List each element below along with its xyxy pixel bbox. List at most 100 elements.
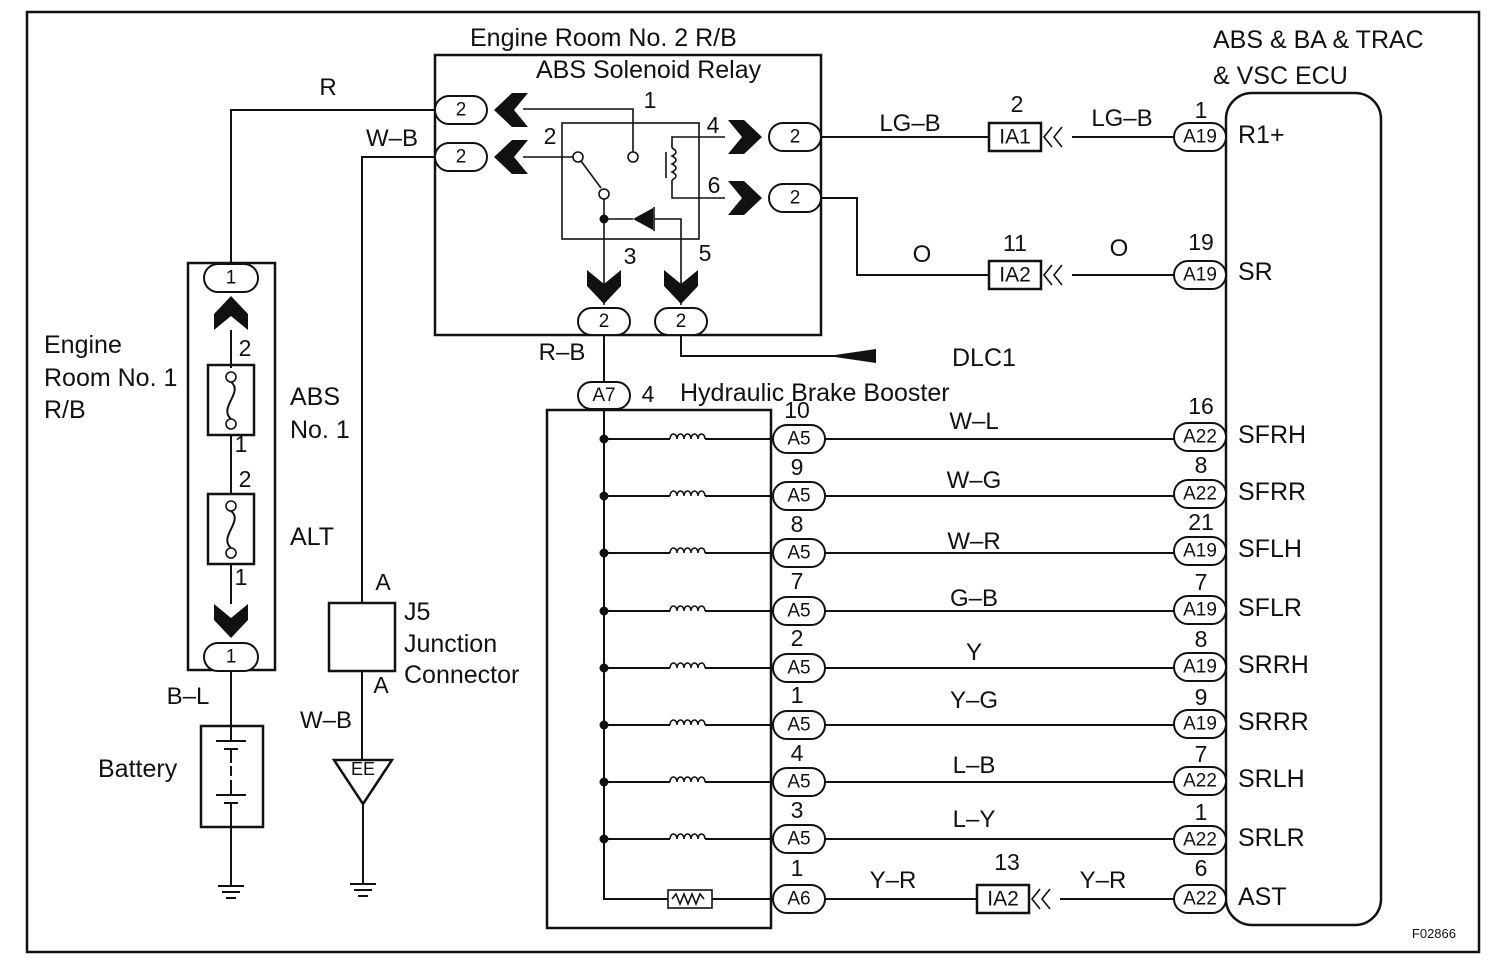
j5-pin-bottom: A [373,672,389,698]
svg-text:2: 2 [1011,91,1024,117]
relay-pin-6-connector: 2 [768,183,822,213]
svg-text:2: 2 [239,466,252,492]
svg-text:R1+: R1+ [1238,121,1285,149]
ecu-terminal-r1-plus: A19 1R1+ [1173,97,1285,152]
ecu-terminals: A191R1+A1919SRA2216SFRHA228SFRRA1921SFLH… [1173,97,1309,914]
svg-text:9: 9 [791,454,804,480]
wire-bl-label: B–L [167,683,210,710]
j5-id: J5 [404,598,430,626]
relay-pin-5-connector: 2 [654,307,708,336]
svg-text:6: 6 [1195,855,1208,881]
j5-line2: Connector [404,661,519,689]
feed-pin-label: 4 [642,381,655,407]
solenoid-coil [669,605,706,612]
ecu-title-line1: ABS & BA & TRAC [1213,26,1424,54]
svg-text:A19: A19 [1183,265,1217,286]
relay-pin-6-label: 6 [708,172,721,198]
svg-text:A19: A19 [1183,127,1217,148]
relay-pin-4-label: 4 [707,112,720,138]
booster-title: Hydraulic Brake Booster [680,379,950,407]
svg-text:SFLH: SFLH [1238,535,1302,563]
svg-text:1: 1 [226,268,237,289]
fuse-abs-label-line2: No. 1 [290,416,350,444]
svg-text:Y: Y [966,639,982,666]
svg-text:SRLR: SRLR [1238,824,1305,852]
relay-pin-1-connector: 2 [434,95,488,125]
wire-wb-bottom-label: W–B [300,707,352,734]
svg-text:13: 13 [994,849,1020,875]
rb1-label-line2: Room No. 1 [44,364,177,392]
svg-text:2: 2 [790,188,801,209]
svg-text:A22: A22 [1183,484,1217,505]
svg-text:IA2: IA2 [999,264,1031,287]
fuse-alt-label: ALT [290,523,334,551]
svg-text:A19: A19 [1183,714,1217,735]
j5-pin-top: A [375,569,391,595]
svg-text:7: 7 [1195,569,1208,595]
solenoid-coil [669,490,706,497]
svg-text:1: 1 [791,682,804,708]
relay-pin-4-connector: 2 [768,122,822,152]
svg-text:A6: A6 [787,889,810,910]
link-o-left: O [913,241,932,268]
svg-text:1: 1 [235,431,248,457]
svg-text:SFLR: SFLR [1238,594,1302,622]
relay-pin-3-label: 3 [624,243,637,269]
svg-text:A19: A19 [1183,600,1217,621]
svg-text:A19: A19 [1183,657,1217,678]
svg-text:G–B: G–B [950,585,998,612]
j5-connector-box [327,601,397,673]
svg-text:SFRR: SFRR [1238,478,1306,506]
fuse-alt [206,492,256,566]
svg-text:A5: A5 [787,601,810,622]
fuse-abs-label-line1: ABS [290,383,340,411]
svg-text:2: 2 [239,335,252,361]
svg-text:A5: A5 [787,486,810,507]
relay-name: ABS Solenoid Relay [536,56,762,84]
svg-text:1: 1 [1195,97,1208,123]
relay-pin-3-connector: 2 [577,307,631,336]
svg-text:2: 2 [456,100,467,121]
junction-ia1: IA1 2 [987,91,1063,153]
wire-r-label: R [319,74,336,101]
svg-text:A22: A22 [1183,427,1217,448]
solenoid-coil [669,433,706,440]
svg-text:8: 8 [791,511,804,537]
svg-text:A7: A7 [592,385,615,406]
solenoid-coil [669,719,706,726]
svg-text:1: 1 [791,855,804,881]
svg-text:16: 16 [1188,393,1214,419]
svg-text:W–R: W–R [947,528,1000,555]
svg-text:IA2: IA2 [987,888,1019,911]
svg-text:A5: A5 [787,829,810,850]
solenoid-coil [669,833,706,840]
solenoid-coil [669,662,706,669]
relay-inner-box [561,122,700,240]
junction-ia2-sr: IA2 11 [987,230,1063,291]
svg-text:A5: A5 [787,715,810,736]
battery-label: Battery [98,755,178,783]
relay-pin-5-label: 5 [699,240,712,266]
svg-text:2: 2 [599,311,610,332]
link-lgb-right: LG–B [1091,105,1152,132]
wire-wb-top-label: W–B [366,125,418,152]
svg-text:2: 2 [456,147,467,168]
sensor-row: A6 1 Y–R IA2 13 Y–R [667,849,1174,915]
fuse-abs-no1 [206,363,256,437]
svg-text:A22: A22 [1183,771,1217,792]
svg-text:A5: A5 [787,429,810,450]
